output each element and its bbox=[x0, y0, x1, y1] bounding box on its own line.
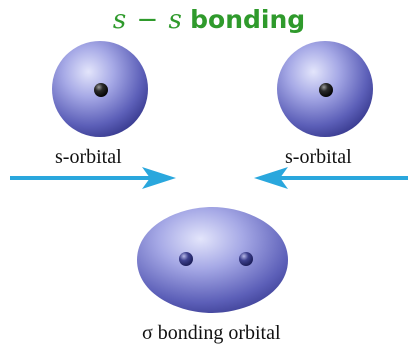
left-arrow bbox=[10, 167, 176, 189]
title-math-right: s bbox=[168, 5, 182, 35]
sigma-orbital-label: σ bonding orbital bbox=[142, 322, 281, 344]
right-s-orbital bbox=[277, 41, 373, 137]
sigma-lobe bbox=[137, 207, 288, 313]
title-math-left: s bbox=[112, 5, 127, 35]
left-orbital-label: s-orbital bbox=[55, 146, 122, 168]
left-nucleus bbox=[94, 83, 108, 97]
sigma-nucleus-right bbox=[239, 252, 253, 266]
sigma-nucleus-left bbox=[179, 252, 193, 266]
title-operator: − bbox=[136, 5, 159, 35]
diagram-title: s − s bonding bbox=[0, 5, 418, 35]
title-word: bonding bbox=[190, 5, 306, 34]
right-arrow bbox=[254, 167, 408, 189]
right-nucleus bbox=[319, 83, 333, 97]
right-orbital-label: s-orbital bbox=[285, 146, 352, 168]
left-s-orbital bbox=[52, 41, 148, 137]
sigma-bonding-orbital bbox=[137, 207, 288, 313]
